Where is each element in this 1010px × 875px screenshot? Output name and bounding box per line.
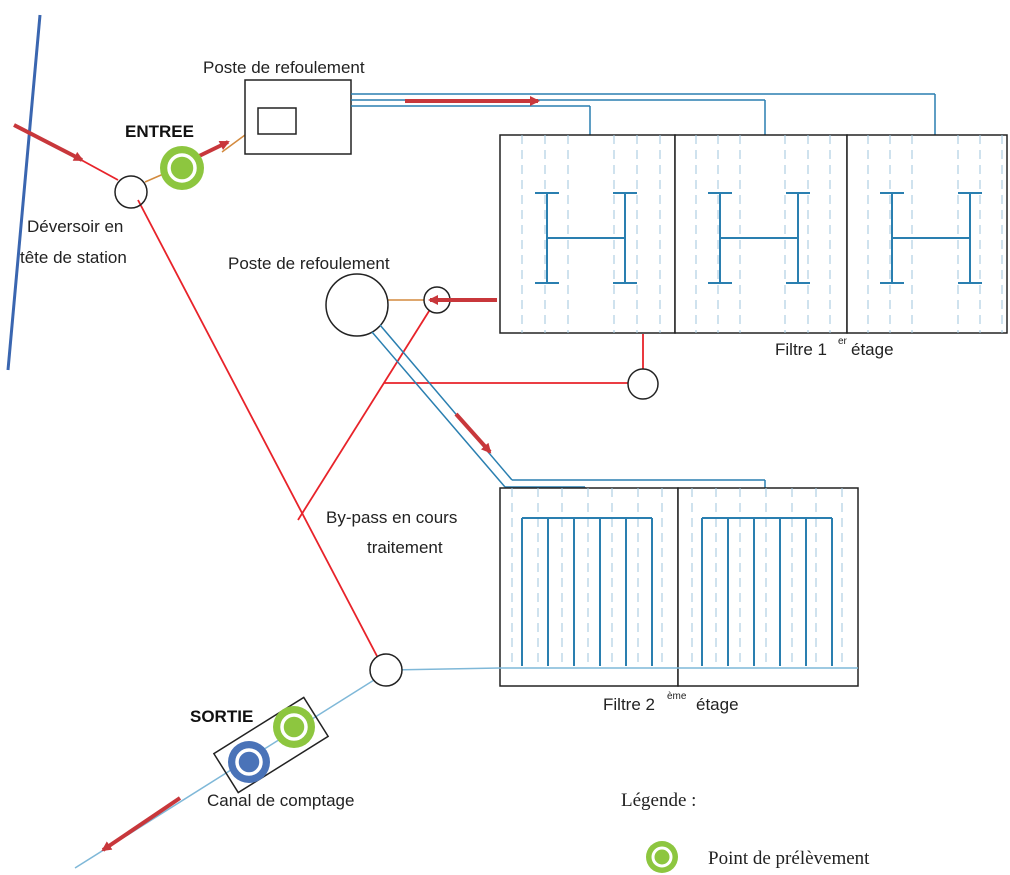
label-filtre-2: Filtre 2 (603, 695, 655, 714)
legend-item-label: Point de prélèvement (708, 848, 870, 869)
poste-refoulement-top (244, 79, 352, 155)
label-filtre-2-tail: étage (696, 695, 739, 714)
label-bypass-2: traitement (367, 538, 443, 557)
label-entree: ENTREE (125, 122, 194, 141)
filtre-2-etage (499, 487, 859, 687)
inlet-arrow (13, 123, 84, 162)
entree-arrow (194, 140, 230, 160)
outlet-arrow (101, 796, 182, 852)
label-deversoir-1: Déversoir en (27, 217, 123, 236)
label-sortie: SORTIE (190, 707, 253, 726)
label-filtre-1: Filtre 1 (775, 340, 827, 359)
poste-refoulement-mid (325, 273, 389, 337)
legend-title: Légende : (621, 790, 696, 811)
valve-outlet (369, 653, 403, 687)
feed-arrow-mid (454, 412, 492, 454)
sampling-point-sortie (273, 706, 315, 748)
label-deversoir-2: tête de station (20, 248, 127, 267)
label-poste-mid: Poste de refoulement (228, 254, 390, 273)
label-filtre-2-sup: ème (667, 691, 687, 702)
outlet-canal-line-2 (389, 667, 501, 671)
red-pipes (29, 131, 644, 659)
label-canal: Canal de comptage (207, 791, 354, 810)
river-bank-line (6, 14, 42, 371)
canal-comptage-box (212, 696, 330, 794)
valve-deversoir (114, 175, 148, 209)
sampling-point-canal (228, 741, 270, 783)
sampling-point-entree (160, 146, 204, 190)
filtre-1-etage (499, 134, 1008, 334)
label-poste-top: Poste de refoulement (203, 58, 365, 77)
label-filtre-1-sup: er (838, 336, 848, 347)
label-filtre-1-tail: étage (851, 340, 894, 359)
legend-sampling-icon (646, 841, 678, 873)
poste-refoulement-top-inner (257, 107, 297, 135)
label-bypass-1: By-pass en cours (326, 508, 457, 527)
valve-filtre1 (627, 368, 659, 400)
